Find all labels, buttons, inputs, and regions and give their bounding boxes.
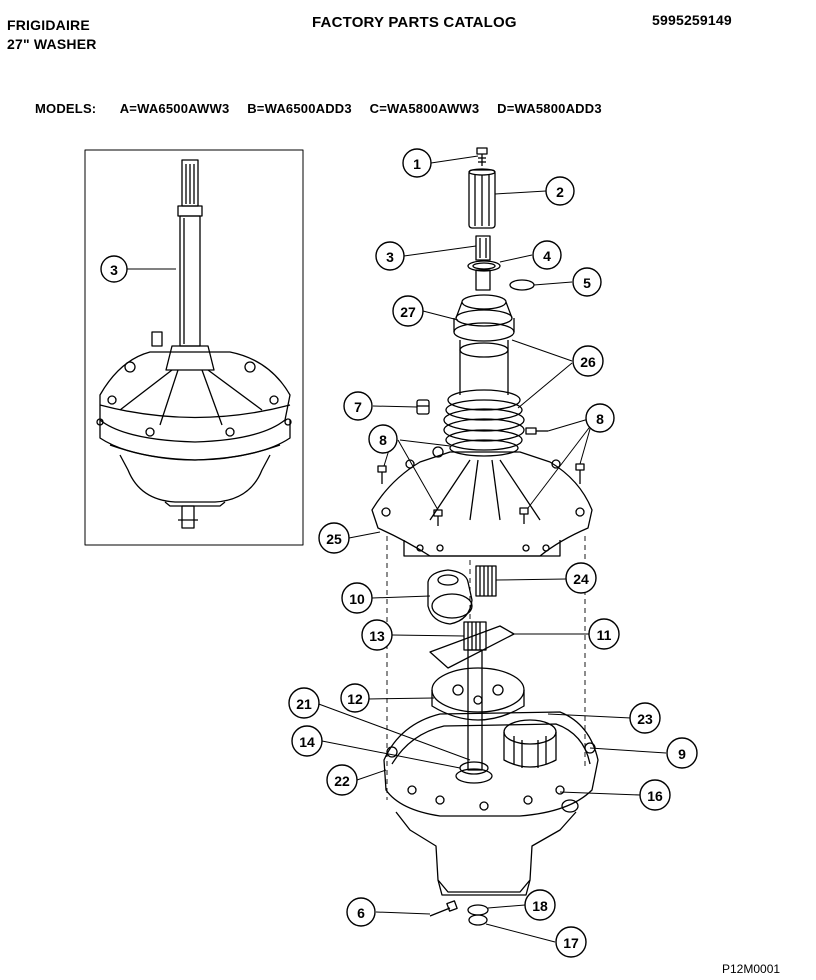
- part-4-seal: [467, 260, 501, 272]
- part-1-bolt: [476, 147, 488, 166]
- callout-4: 4: [543, 248, 551, 264]
- callout-7: 7: [354, 399, 362, 415]
- callout-11: 11: [597, 627, 612, 643]
- callout-5: 5: [583, 275, 591, 291]
- model-c: C=WA5800AWW3: [369, 101, 480, 116]
- part-24-pinion: [475, 565, 497, 597]
- callout-14: 14: [299, 734, 315, 750]
- callout-inset-3: 3: [110, 262, 118, 278]
- catalog-title: FACTORY PARTS CATALOG: [312, 14, 517, 31]
- callout-10: 10: [349, 591, 365, 607]
- callout-1: 1: [413, 156, 421, 172]
- part-18-plug: [467, 904, 489, 916]
- callout-8-right: 8: [596, 411, 604, 427]
- part-14-gear: [459, 761, 489, 775]
- product-name: 27" WASHER: [7, 36, 97, 52]
- callout-2: 2: [556, 184, 564, 200]
- callout-27: 27: [400, 304, 416, 320]
- part-17-washer: [468, 914, 488, 926]
- part-10-gear: [427, 569, 473, 625]
- part-12-gear: [431, 667, 525, 721]
- callout-17: 17: [563, 935, 579, 951]
- brand-block: FRIGIDAIRE 27" WASHER: [7, 16, 97, 54]
- part-5-ring: [509, 279, 535, 291]
- catalog-number: 5995259149: [652, 12, 732, 28]
- brand-name: FRIGIDAIRE: [7, 17, 90, 33]
- model-d: D=WA5800ADD3: [497, 101, 602, 116]
- callout-16: 16: [647, 788, 663, 804]
- part-3-shaft: [475, 235, 491, 261]
- callout-22: 22: [334, 773, 350, 789]
- part-25-cover: [371, 446, 593, 557]
- part-2-coupling: [468, 168, 496, 229]
- drawing-code: P12M0001: [722, 962, 781, 976]
- callout-12: 12: [347, 691, 363, 707]
- callout-3: 3: [386, 249, 394, 265]
- callout-9: 9: [678, 746, 686, 762]
- callout-25: 25: [326, 531, 342, 547]
- part-26-tube-seals: [443, 340, 525, 457]
- callout-8-left: 8: [379, 432, 387, 448]
- callout-23: 23: [637, 711, 653, 727]
- callout-26: 26: [580, 354, 596, 370]
- part-13-shaft: [463, 621, 487, 771]
- inset-assembly: [84, 149, 304, 546]
- callout-21: 21: [296, 696, 312, 712]
- models-line: MODELS: A=WA6500AWW3 B=WA6500ADD3 C=WA58…: [35, 101, 616, 116]
- part-16-base: [383, 711, 599, 896]
- model-b: B=WA6500ADD3: [247, 101, 352, 116]
- part-27-bearing: [453, 294, 515, 342]
- callout-6: 6: [357, 905, 365, 921]
- part-8-screws: [377, 427, 585, 526]
- callout-13: 13: [369, 628, 385, 644]
- part-23-gear: [503, 719, 557, 768]
- part-6-screw: [429, 900, 458, 917]
- models-label: MODELS:: [35, 101, 97, 116]
- model-a: A=WA6500AWW3: [119, 101, 230, 116]
- part-7-clip: [416, 399, 430, 415]
- callout-24: 24: [573, 571, 589, 587]
- callout-18: 18: [532, 898, 548, 914]
